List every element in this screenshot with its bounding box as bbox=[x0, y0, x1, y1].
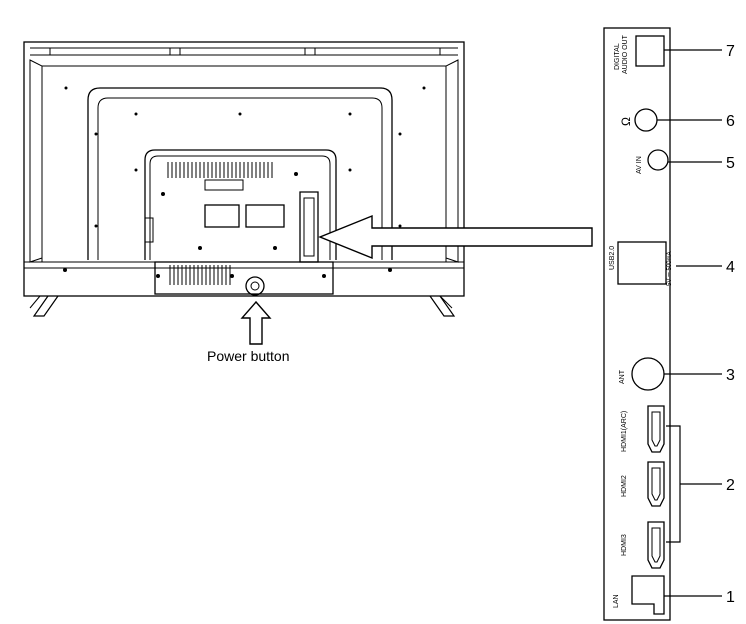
usb-label: USB2.0 bbox=[609, 246, 616, 270]
av-in-label: AV IN bbox=[636, 156, 643, 174]
callout-3: 3 bbox=[726, 367, 735, 384]
pointer-arrow bbox=[318, 214, 593, 260]
usb-rating-label: 5V ⎓ 500mA bbox=[667, 252, 673, 286]
hdmi1-label: HDMI1(ARC) bbox=[621, 411, 628, 452]
power-button-caption: Power button bbox=[207, 348, 290, 364]
tv-rear-view bbox=[23, 41, 465, 317]
usb-port-icon bbox=[617, 241, 667, 285]
hdmi3-port-icon bbox=[647, 521, 665, 569]
screw-dots bbox=[63, 86, 426, 278]
hdmi1-port-icon bbox=[647, 405, 665, 453]
digital-audio-out-label-2: AUDIO OUT bbox=[622, 34, 629, 74]
callout-1: 1 bbox=[726, 589, 735, 606]
lan-label: LAN bbox=[613, 594, 620, 608]
hdmi3-label: HDMI3 bbox=[621, 534, 628, 556]
headphone-jack-icon bbox=[634, 108, 658, 132]
callout-5: 5 bbox=[726, 155, 735, 172]
callout-numbers: 7 6 5 4 3 2 1 bbox=[726, 43, 735, 606]
callout-6: 6 bbox=[726, 113, 735, 130]
ant-label: ANT bbox=[619, 369, 626, 384]
side-connector-panel: DIGITAL AUDIO OUT Ω AV IN USB2.0 5V ⎓ 50… bbox=[603, 27, 673, 621]
digital-audio-out-label-1: DIGITAL bbox=[614, 43, 621, 70]
av-in-jack-icon bbox=[647, 149, 669, 171]
optical-port-icon bbox=[635, 35, 665, 67]
ant-connector-icon bbox=[631, 357, 665, 391]
headphone-symbol: Ω bbox=[619, 117, 633, 126]
callout-7: 7 bbox=[726, 43, 735, 60]
power-arrow bbox=[240, 300, 272, 345]
callout-4: 4 bbox=[726, 259, 735, 276]
lan-port-icon bbox=[631, 575, 665, 615]
leader-lines bbox=[657, 49, 722, 597]
callout-2: 2 bbox=[726, 477, 735, 494]
hdmi2-label: HDMI2 bbox=[621, 475, 628, 497]
hdmi2-port-icon bbox=[647, 461, 665, 507]
